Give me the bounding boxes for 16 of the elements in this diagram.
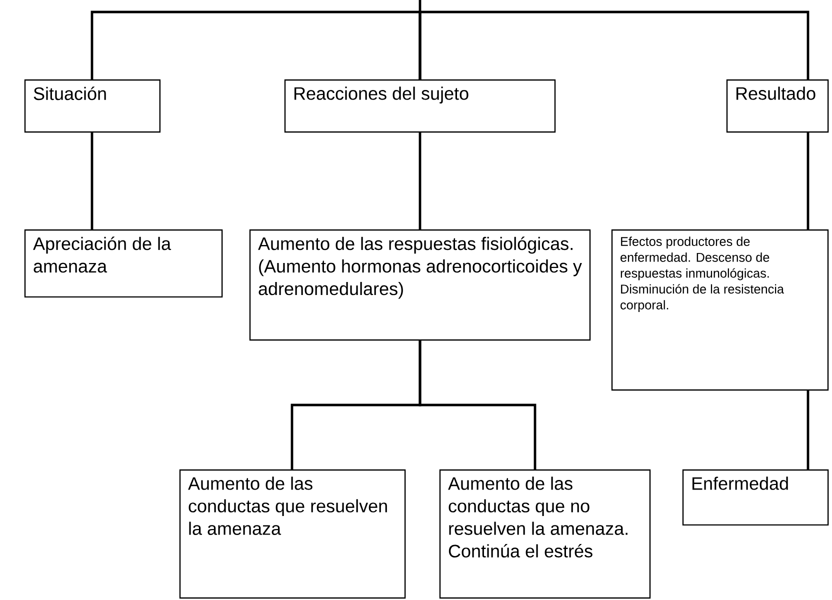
connector-line (418, 132, 422, 230)
text-box: Situación (24, 79, 161, 133)
connector-line (418, 340, 536, 470)
connector-line (418, 10, 810, 80)
text-box: Aumento de las conductas que no resuelven la amenaza. Continúa el estrés (439, 469, 651, 599)
text-box: Reacciones del sujeto (284, 79, 556, 133)
connector-line (90, 10, 422, 80)
text-box: Resultado (726, 79, 829, 133)
text-box: Aumento de las conductas que resuelven la amenaza (179, 469, 406, 599)
text-box: Efectos productores de enfermedad. Descenso de respuestas inmunológicas. Disminución de la resistencia corporal. (611, 229, 829, 391)
connector-line (806, 132, 810, 230)
text-box: Enfermedad (682, 469, 829, 526)
connector-line (806, 390, 810, 470)
connector-line (90, 132, 94, 230)
text-box: Apreciación de la amenaza (24, 229, 223, 298)
text-box: Aumento de las respuestas fisiológicas. (Aumento hormonas adrenocorticoides y adrenomedulares) (249, 229, 591, 341)
